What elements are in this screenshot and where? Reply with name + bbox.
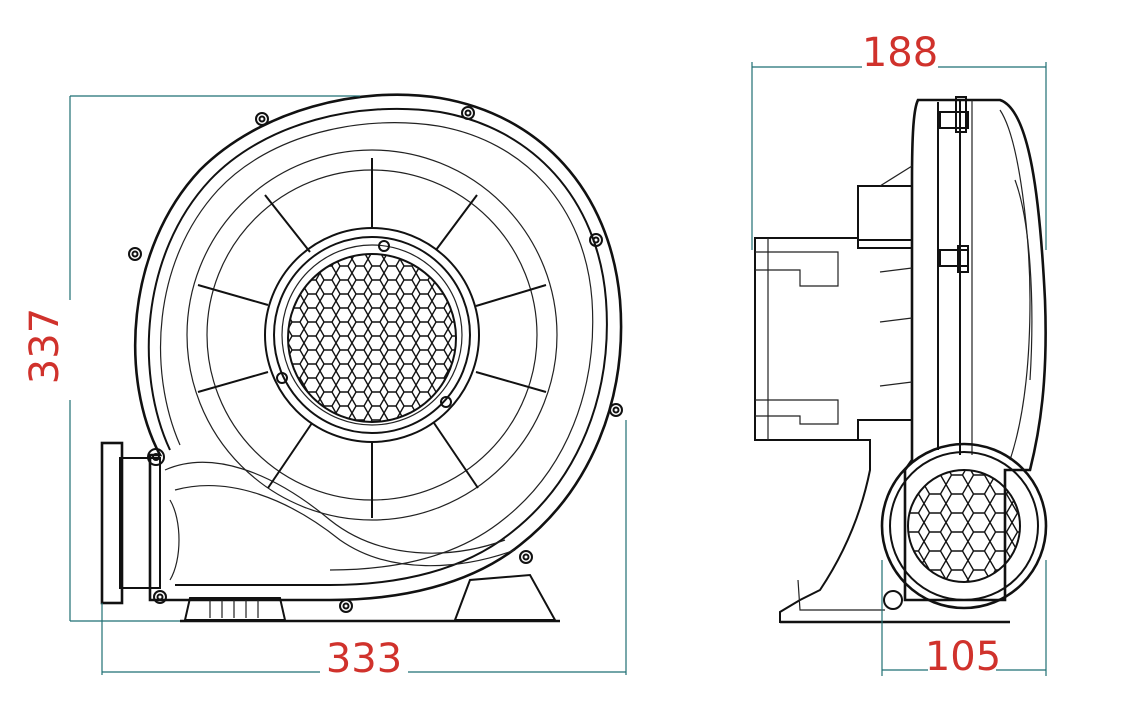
dim-side-base [881, 560, 1047, 676]
ring-outer [186, 149, 558, 521]
dim-front-height [69, 95, 360, 622]
outlet-flange [100, 441, 124, 605]
screws [128, 106, 623, 613]
side-housing [903, 98, 1047, 602]
housing-outline [133, 93, 623, 602]
side-support [779, 439, 905, 623]
motor-housing [754, 237, 913, 441]
side-base-detail [797, 579, 885, 611]
dim-front-width [101, 420, 627, 675]
dim-front-height-label: 337 [22, 308, 68, 384]
side-clips [939, 96, 969, 273]
side-grille-rim [907, 469, 1021, 583]
dim-front-width-label: 333 [326, 636, 402, 682]
outlet-neck [119, 457, 161, 589]
volute-line [164, 461, 506, 554]
side-curve-2 [1014, 179, 1033, 381]
base-grille [209, 600, 259, 618]
housing-inner-rim-2 [159, 122, 594, 571]
side-outlet-outer [880, 442, 1048, 610]
side-outlet-ring [889, 451, 1039, 601]
side-view: 188 105 [751, 30, 1048, 680]
volute-line-2 [174, 485, 516, 567]
side-knob [883, 590, 903, 610]
side-curve [999, 109, 1031, 461]
side-fins [879, 165, 913, 387]
inlet-ring-lip [281, 244, 463, 426]
front-hex-grille [288, 254, 456, 422]
outlet-curve [169, 499, 180, 581]
radial-ribs [197, 158, 547, 518]
front-view: 337 333 [22, 93, 627, 682]
side-hex-grille [908, 470, 1020, 582]
dim-side-base-label: 105 [925, 634, 1001, 680]
base-foot-right [453, 573, 557, 621]
housing-inner-rim [147, 107, 608, 586]
front-grille-rim [287, 253, 457, 423]
dim-side-width [751, 62, 1047, 250]
motor-detail-top [755, 251, 839, 287]
motor-detail-bottom [755, 399, 839, 425]
motor-block [857, 185, 913, 241]
dim-side-width-label: 188 [862, 30, 938, 76]
inlet-ring-inner [273, 236, 471, 434]
